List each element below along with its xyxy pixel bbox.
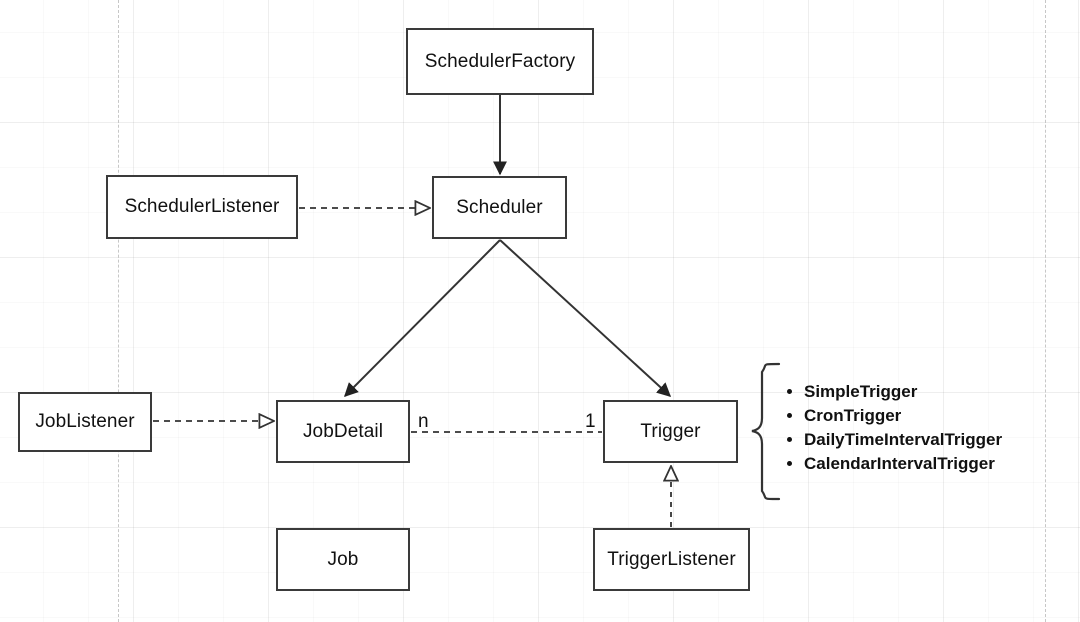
node-label-job: Job xyxy=(327,548,359,570)
node-scheduler-factory[interactable]: SchedulerFactory xyxy=(406,28,594,95)
node-trigger-listener[interactable]: TriggerListener xyxy=(593,528,750,591)
list-item: DailyTimeIntervalTrigger xyxy=(804,428,1002,452)
node-job-listener[interactable]: JobListener xyxy=(18,392,152,452)
list-item: SimpleTrigger xyxy=(804,380,1002,404)
connection-scheduler-to-jobdetail xyxy=(344,239,501,397)
node-label-trigger-listener: TriggerListener xyxy=(607,548,736,570)
node-label-trigger: Trigger xyxy=(640,420,701,442)
node-label-job-listener: JobListener xyxy=(35,411,135,432)
multiplicity-label-1: 1 xyxy=(585,411,596,432)
node-label-scheduler: Scheduler xyxy=(456,196,543,218)
connection-scheduler-to-trigger xyxy=(499,239,672,397)
multiplicity-label-n: n xyxy=(418,411,429,432)
node-scheduler-listener[interactable]: SchedulerListener xyxy=(106,175,298,239)
node-label-scheduler-listener: SchedulerListener xyxy=(124,196,280,217)
list-item: CalendarIntervalTrigger xyxy=(804,452,1002,476)
node-label-scheduler-factory: SchedulerFactory xyxy=(424,50,576,72)
node-job[interactable]: Job xyxy=(276,528,410,591)
node-scheduler[interactable]: Scheduler xyxy=(432,176,567,239)
node-trigger[interactable]: Trigger xyxy=(603,400,738,463)
subtypes-brace xyxy=(751,362,781,501)
node-job-detail[interactable]: JobDetail xyxy=(276,400,410,463)
list-item: CronTrigger xyxy=(804,404,1002,428)
node-label-job-detail: JobDetail xyxy=(302,420,384,442)
trigger-subtypes-list: SimpleTrigger CronTrigger DailyTimeInter… xyxy=(782,380,1002,476)
